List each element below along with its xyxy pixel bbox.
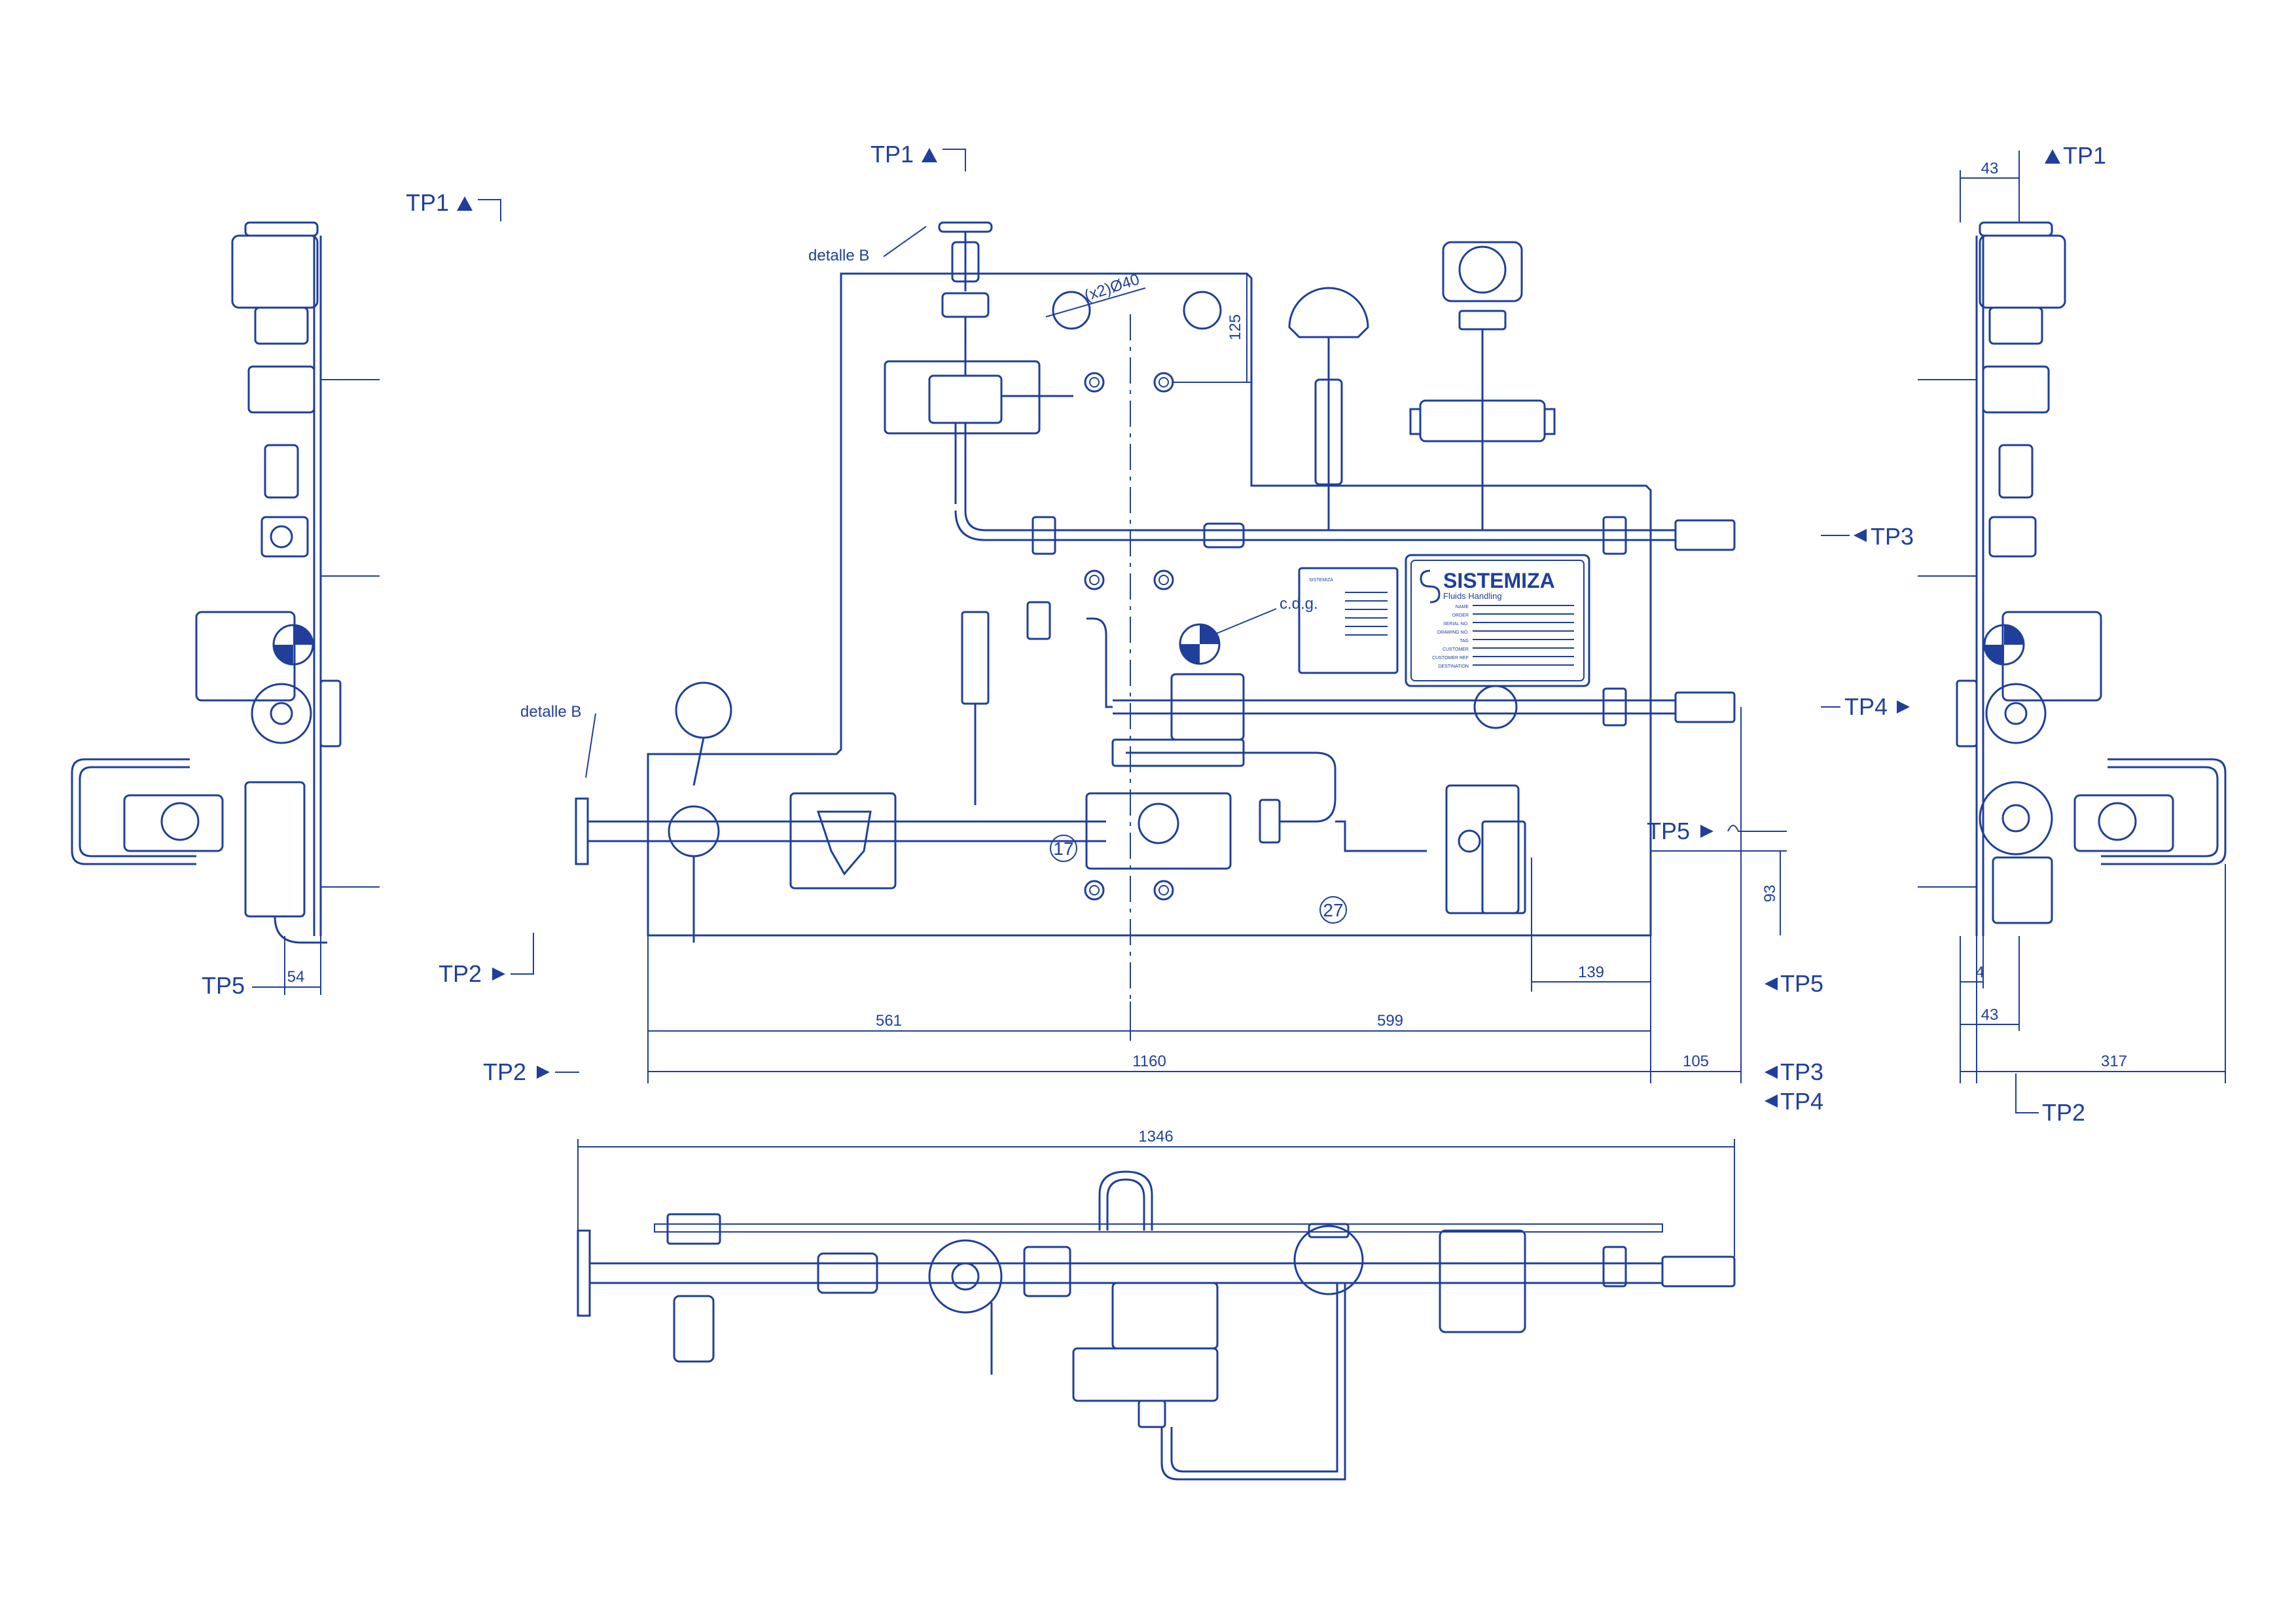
nameplate-brand: SISTEMIZA <box>1443 569 1555 592</box>
nameplate-field-name: NAME <box>1456 605 1469 609</box>
dim-139: 139 <box>1578 964 1604 981</box>
dim-561: 561 <box>876 1012 902 1030</box>
note-detail-b-left: detalle B <box>520 703 581 721</box>
dim-317: 317 <box>2101 1053 2127 1070</box>
small-plate-lines <box>1345 592 1388 636</box>
main-process-line <box>575 681 1427 943</box>
front-panel-outline <box>647 272 1652 937</box>
top-valve-assembly <box>884 221 1073 511</box>
tp2-right: TP2 <box>2042 1099 2085 1126</box>
front-view: SISTEMIZA SISTEMIZA Fluids Handling NAME <box>520 221 1787 1083</box>
nameplate-field-tag: TAG <box>1460 639 1469 643</box>
leader-detail-b-top <box>883 226 927 257</box>
tp5-left: TP5 <box>202 972 245 999</box>
dim-54: 54 <box>287 968 305 986</box>
dim-93: 93 <box>1761 885 1779 903</box>
nameplate-field-drawing: DRAWING NO. <box>1437 630 1469 635</box>
dim-1346: 1346 <box>1138 1128 1173 1146</box>
dimension-lines-front <box>647 274 1787 1083</box>
tp3-right: TP3 <box>1871 523 1914 550</box>
main-nameplate <box>1405 554 1590 687</box>
pressure-gauge-top <box>1288 287 1369 530</box>
tp4-front: TP4 <box>1780 1088 1823 1115</box>
left-side-view <box>71 221 380 995</box>
tp1-front: TP1 <box>870 141 914 168</box>
dim-4: 4 <box>1975 964 1984 981</box>
upper-pipe-line <box>954 510 1736 555</box>
nameplate-field-customer-ref: CUSTOMER REF <box>1432 656 1469 660</box>
dim-105: 105 <box>1683 1053 1709 1070</box>
tp3-front: TP3 <box>1780 1058 1823 1085</box>
plan-view <box>577 1139 1736 1481</box>
nameplate-subtitle: Fluids Handling <box>1443 591 1502 601</box>
bubble-27-circle <box>1319 896 1347 924</box>
nameplate-field-serial: SERIAL NO. <box>1443 622 1469 626</box>
tp1-right-arrow <box>2045 149 2060 164</box>
tp4-right: TP4 <box>1844 693 1888 720</box>
cdg-marker <box>1179 608 1277 665</box>
view-markers: TP1 TP1 TP1 TP2 TP2 TP2 TP3 TP3 TP4 TP4 … <box>202 141 2106 1126</box>
middle-pipe-line <box>961 601 1736 805</box>
dim-1160: 1160 <box>1132 1053 1166 1070</box>
note-holes: (x2)Ø40 <box>1083 270 1142 304</box>
small-plate <box>1298 567 1399 674</box>
tp5-front-lower: TP5 <box>1780 970 1823 997</box>
dim-125: 125 <box>1227 314 1244 340</box>
tp5-front-upper: TP5 <box>1647 818 1690 844</box>
bubble-27: 27 <box>1323 900 1343 920</box>
tp1-front-arrow <box>922 148 937 162</box>
bubble-17-circle <box>1050 835 1077 862</box>
leader-detail-b-left <box>585 713 596 778</box>
tp1-left: TP1 <box>406 189 449 216</box>
pressure-transmitter <box>1409 241 1556 530</box>
tp2-left: TP2 <box>439 960 482 987</box>
note-cdg: c.d.g. <box>1280 595 1318 613</box>
right-side-view <box>1918 151 2227 1083</box>
nameplate-field-customer: CUSTOMER <box>1443 647 1469 652</box>
tp2-front: TP2 <box>483 1058 526 1085</box>
nameplate-field-destination: DESTINATION <box>1438 664 1469 669</box>
mounting-holes <box>1052 291 1222 901</box>
nameplate-field-order: ORDER <box>1452 613 1469 618</box>
dim-599: 599 <box>1377 1012 1403 1030</box>
filter-regulator <box>1445 784 1526 914</box>
small-plate-brand: SISTEMIZA <box>1309 578 1333 583</box>
dim-43-top: 43 <box>1981 160 1999 177</box>
tp1-left-arrow <box>457 196 473 211</box>
note-detail-b-top: detalle B <box>808 247 869 264</box>
leader-holes <box>1045 287 1146 317</box>
dim-43-bottom: 43 <box>1981 1006 1999 1024</box>
bubble-17: 17 <box>1053 839 1073 859</box>
tp1-right: TP1 <box>2063 142 2106 169</box>
